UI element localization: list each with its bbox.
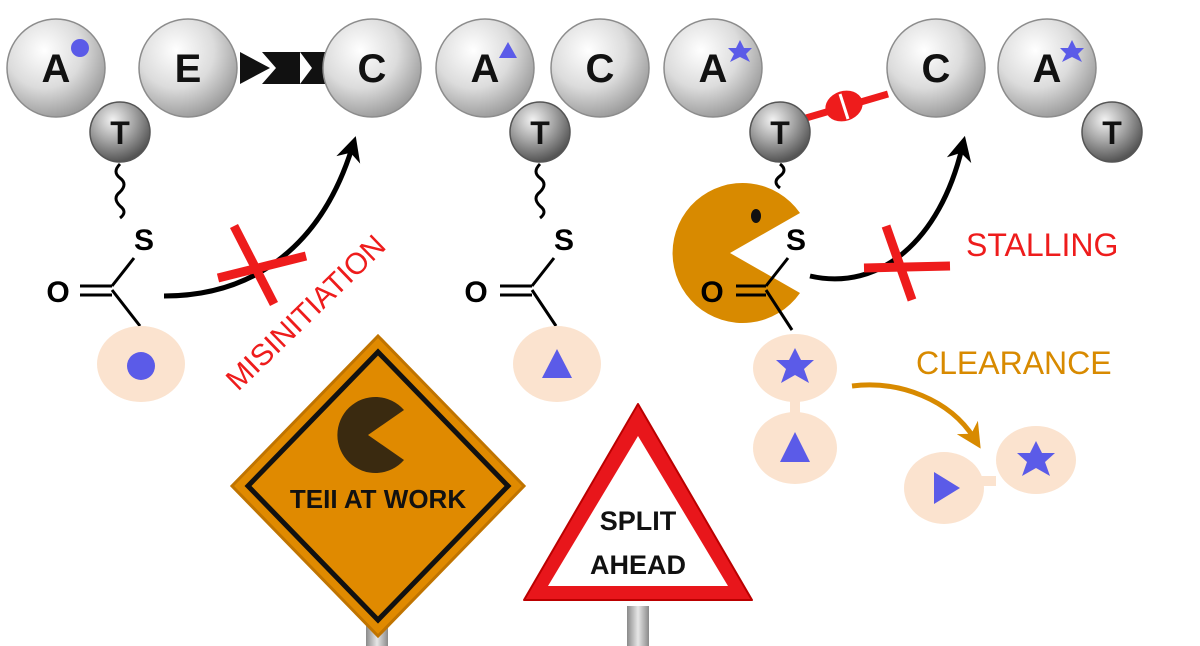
module-a3: A [663, 18, 763, 118]
svg-text:O: O [464, 276, 487, 309]
triangle-substrate-icon [499, 42, 517, 58]
teii-pacman [672, 183, 800, 324]
svg-text:S: S [786, 224, 806, 257]
t-domain-4: T [1081, 101, 1143, 163]
t-domain-1-label: T [110, 115, 130, 151]
t-domain-1: T [89, 101, 151, 163]
split-sign-pole [627, 606, 649, 646]
substrate-circle-bubble [97, 326, 185, 402]
thioester-chain-1: S O [46, 162, 154, 327]
thioester-chain-3: S O [700, 162, 806, 331]
module-c2-label: C [586, 47, 615, 91]
star-substrate-icon [1060, 40, 1084, 62]
teii-sign-label: TEII AT WORK [290, 484, 466, 514]
ppant-linker [774, 162, 786, 190]
svg-text:S: S [554, 224, 574, 257]
blocked-connector [805, 90, 889, 122]
t-domain-2: T [509, 101, 571, 163]
arrow-icon [851, 382, 981, 449]
svg-text:O: O [700, 276, 723, 309]
module-c3: C [886, 18, 986, 118]
t-domain-4-label: T [1102, 115, 1122, 151]
module-a1-label: A [42, 47, 71, 91]
ppant-linker [534, 162, 546, 220]
teii-at-work-sign: TEII AT WORK [229, 333, 527, 639]
module-e: E [138, 18, 238, 118]
substrate-star-triangle-chain [753, 334, 837, 484]
t-domain-3: T [749, 101, 811, 163]
module-a4: A [997, 18, 1097, 118]
circle-substrate-icon [71, 39, 89, 57]
docking-connector [240, 52, 326, 84]
stalling-label: STALLING [966, 227, 1118, 263]
svg-text:S: S [134, 224, 154, 257]
module-e-label: E [175, 47, 202, 91]
thioester-chain-2: S O [464, 162, 574, 327]
substrate-triangle-bubble [513, 326, 601, 402]
split-sign-line1: SPLIT [600, 506, 677, 536]
split-sign-line2: AHEAD [590, 550, 686, 580]
module-c2: C [550, 18, 650, 118]
triangle-substrate-icon [934, 472, 960, 504]
ppant-linker [114, 162, 126, 220]
triangle-substrate-icon [780, 432, 810, 462]
released-dipeptide [904, 426, 1076, 524]
module-c1: C [322, 18, 422, 118]
module-a3-label: A [699, 47, 728, 91]
t-domain-3-label: T [770, 115, 790, 151]
module-a2-label: A [471, 47, 500, 91]
cross-icon [863, 224, 951, 302]
pacman-icon [672, 183, 800, 324]
module-a2: A [435, 18, 535, 118]
split-ahead-sign: SPLIT AHEAD [523, 403, 753, 601]
star-substrate-icon [728, 40, 752, 62]
triangle-substrate-icon [542, 349, 572, 378]
svg-text:O: O [46, 276, 69, 309]
circle-substrate-icon [127, 352, 155, 380]
module-c1-label: C [358, 47, 387, 91]
t-domain-2-label: T [530, 115, 550, 151]
clearance-label: CLEARANCE [916, 345, 1112, 381]
module-a4-label: A [1033, 47, 1062, 91]
module-c3-label: C [922, 47, 951, 91]
star-substrate-icon [776, 348, 814, 383]
pacman-icon [337, 397, 404, 474]
star-substrate-icon [1017, 441, 1055, 476]
arrow-icon [809, 135, 972, 282]
cross-icon [216, 223, 308, 307]
module-a1: A [6, 18, 106, 118]
